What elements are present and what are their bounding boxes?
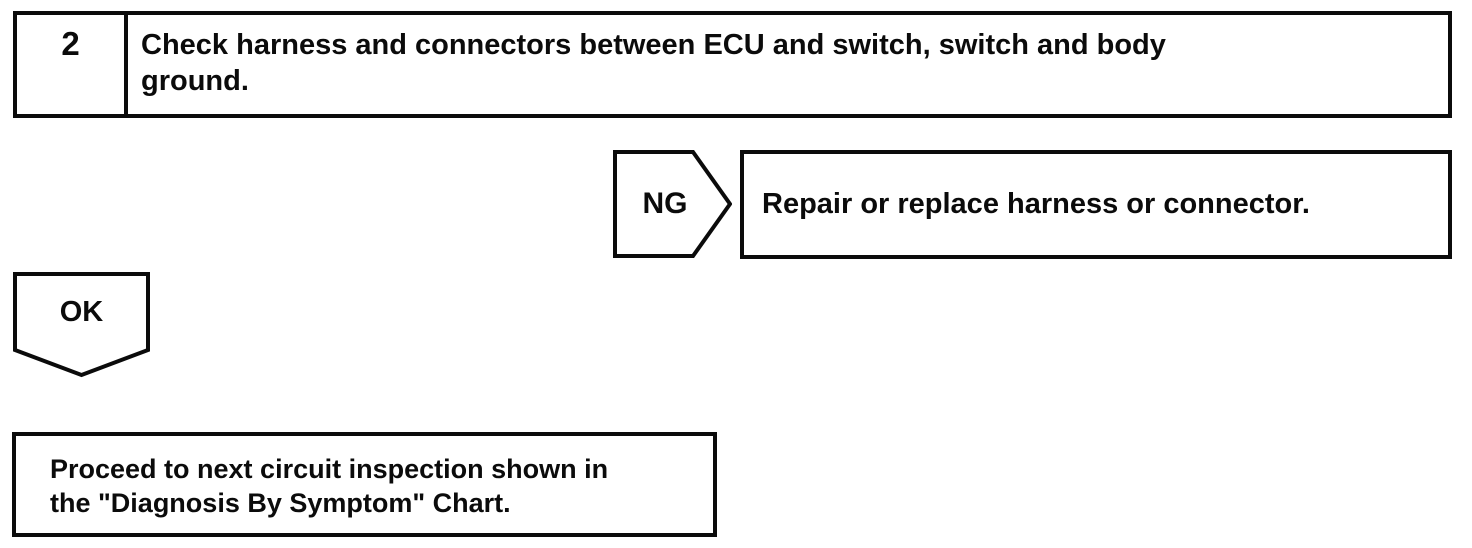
- ok-label: OK: [59, 295, 104, 328]
- ok-result-line-2: the "Diagnosis By Symptom" Chart.: [50, 488, 511, 518]
- step-instruction: Check harness and connectors between ECU…: [128, 15, 1166, 114]
- step-box: 2 Check harness and connectors between E…: [13, 11, 1452, 118]
- ok-connector: OK: [13, 272, 150, 378]
- step-instruction-line-2: ground.: [141, 65, 249, 97]
- ng-result-box: Repair or replace harness or connector.: [740, 150, 1452, 259]
- step-number: 2: [61, 25, 80, 62]
- ok-pentagon-shape: [13, 272, 150, 378]
- ng-label: NG: [642, 187, 688, 220]
- ok-result-box: Proceed to next circuit inspection shown…: [12, 432, 717, 537]
- ng-result-text: Repair or replace harness or connector.: [762, 188, 1310, 220]
- ok-result-line-1: Proceed to next circuit inspection shown…: [50, 454, 609, 484]
- ng-pentagon-shape: [613, 150, 732, 258]
- step-instruction-line-1: Check harness and connectors between ECU…: [141, 29, 1166, 61]
- step-number-cell: 2: [17, 15, 128, 114]
- ng-connector: NG: [613, 150, 732, 258]
